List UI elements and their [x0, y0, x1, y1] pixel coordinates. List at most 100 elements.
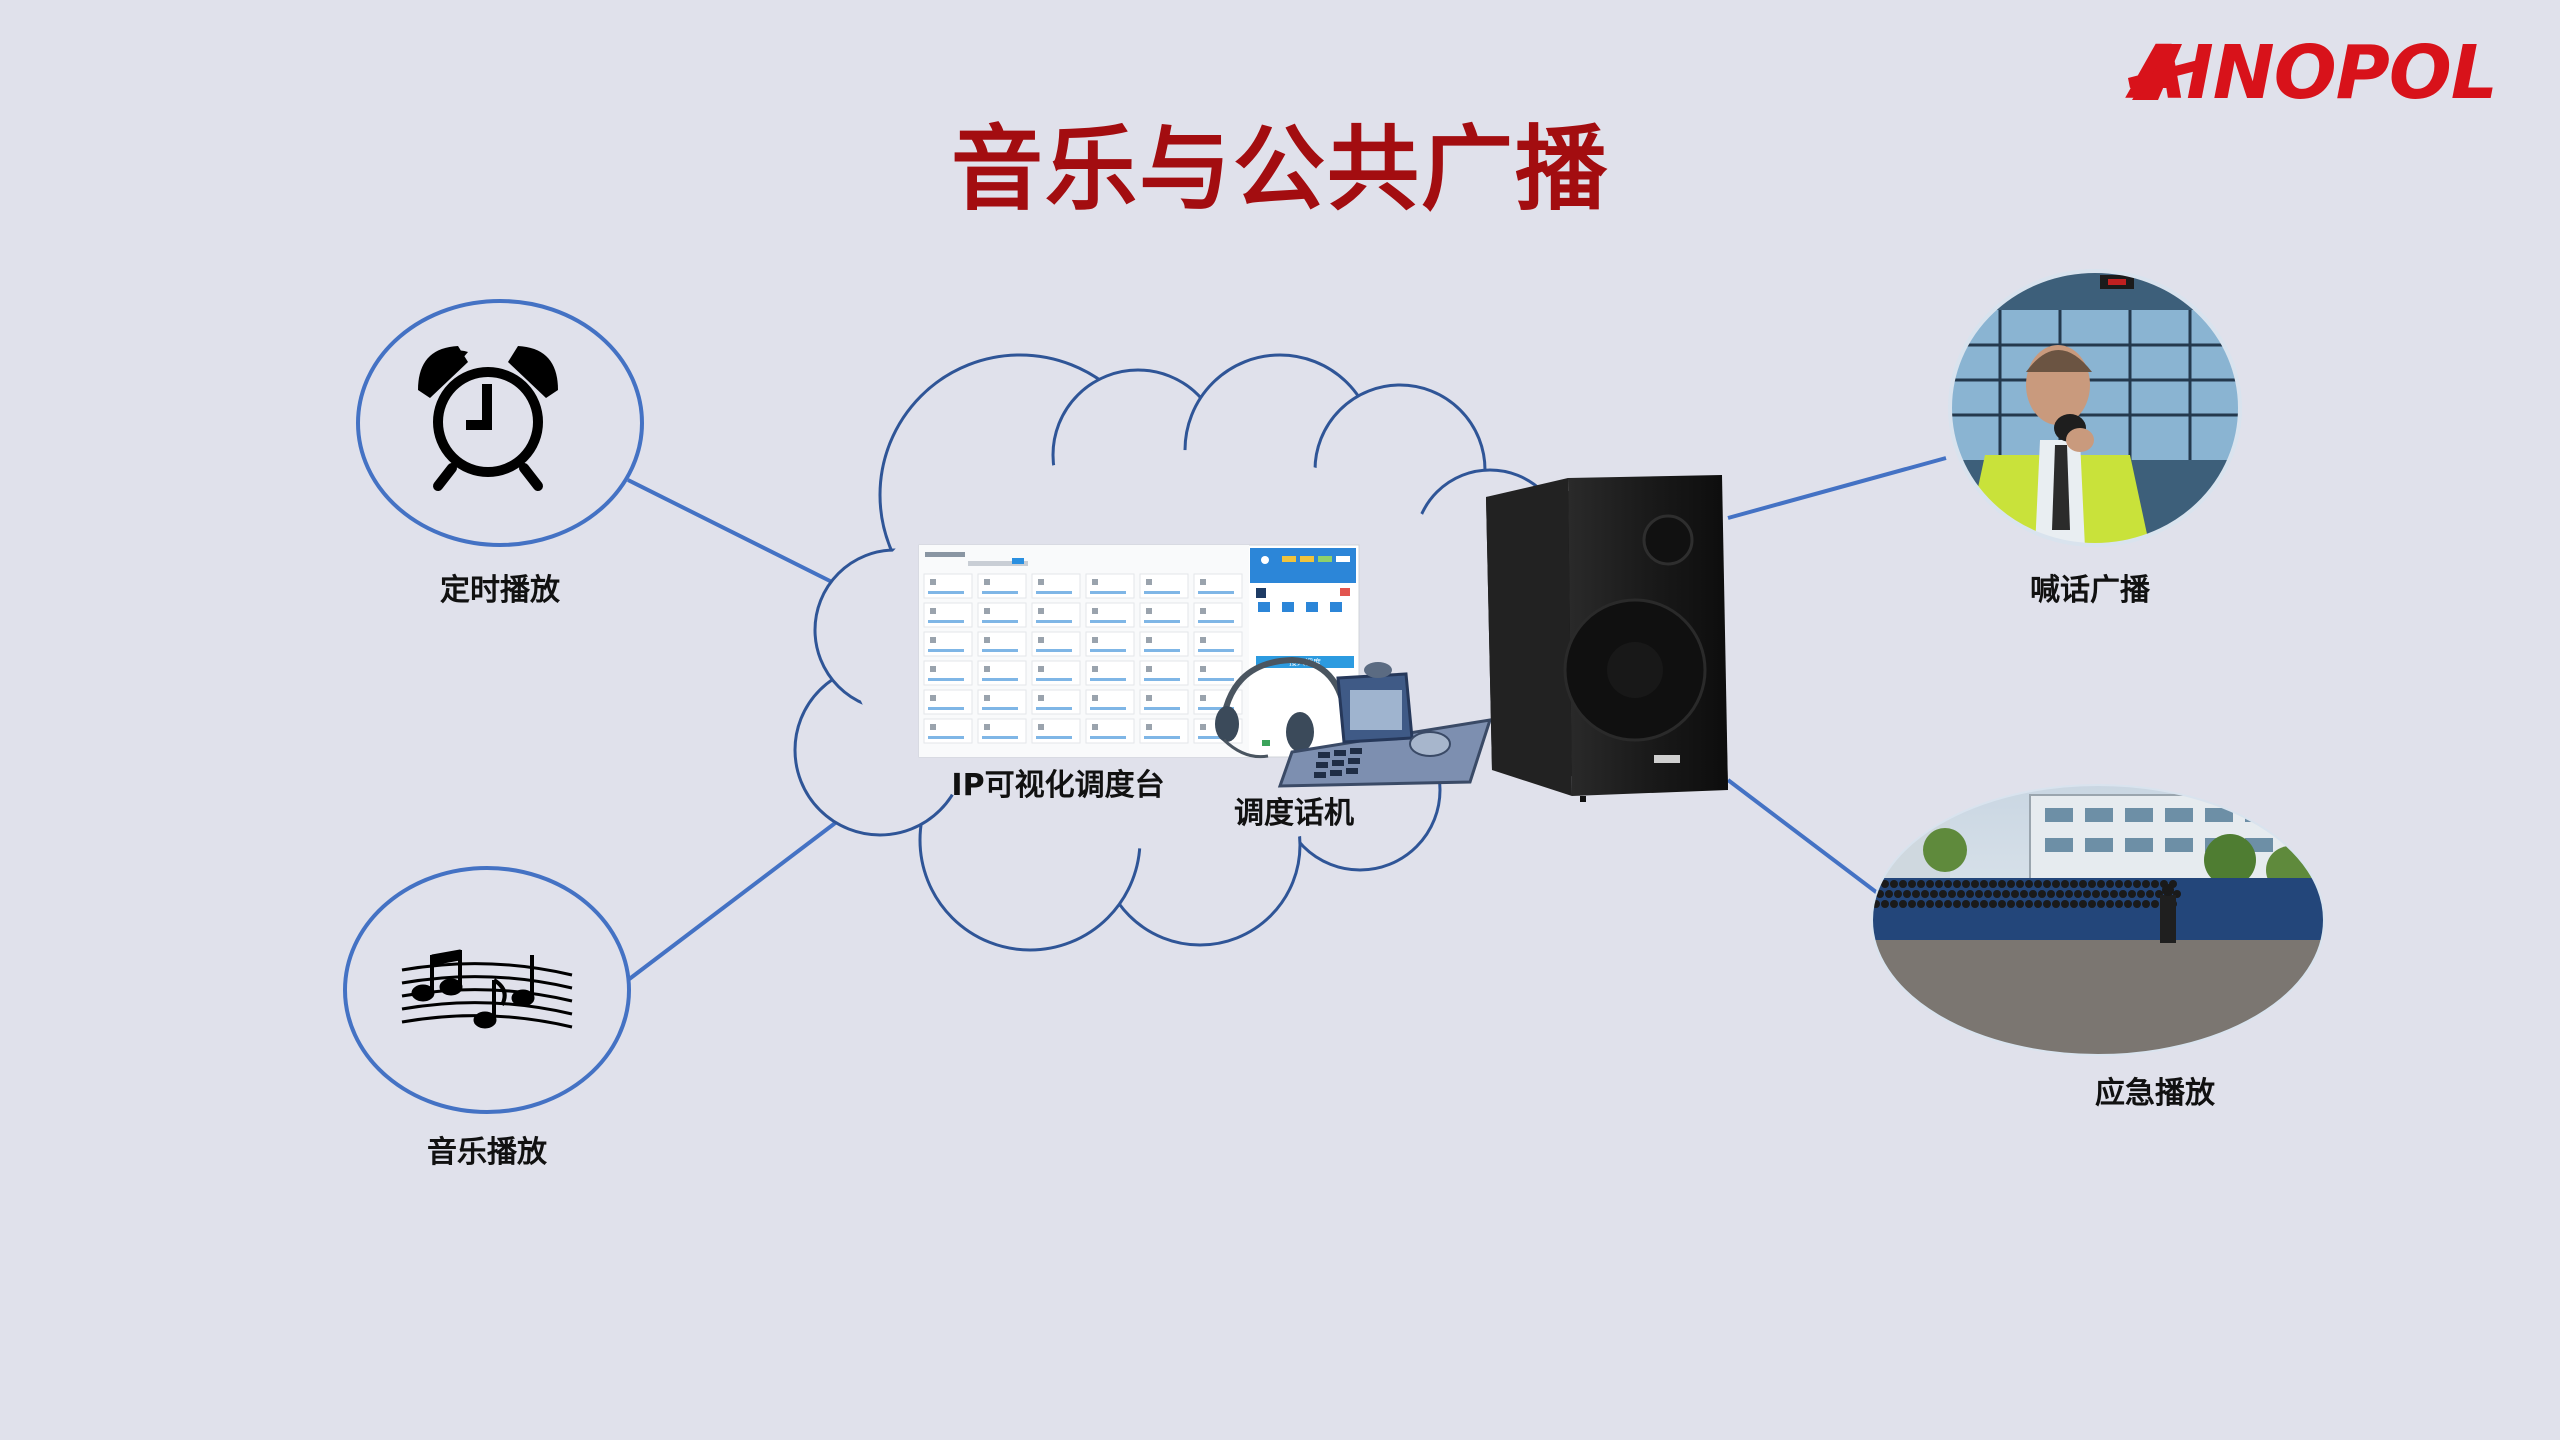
console-tile-avatar: [1092, 666, 1098, 672]
console-tile-avatar: [1200, 579, 1206, 585]
crowd-head: [1885, 890, 1893, 898]
console-tile-avatar: [984, 666, 990, 672]
crowd-head: [2092, 890, 2100, 898]
console-tile: [923, 718, 973, 744]
console-tile-actions: [1090, 591, 1126, 594]
crowd-head: [1881, 900, 1889, 908]
crowd-head: [1921, 890, 1929, 898]
shout-broadcast-photo: [1950, 271, 2240, 545]
emergency-node: [1871, 784, 2325, 1056]
crowd-head: [2025, 880, 2033, 888]
crowd-head: [2101, 890, 2109, 898]
console-tile-avatar: [984, 608, 990, 614]
console-tile-avatar: [1038, 666, 1044, 672]
crowd-head: [1894, 890, 1902, 898]
crowd-head: [1876, 890, 1884, 898]
console-tile: [1085, 573, 1135, 599]
console-tile: [923, 660, 973, 686]
console-tile-actions: [1036, 678, 1072, 681]
console-tile-actions: [982, 620, 1018, 623]
console-tile-actions: [1144, 649, 1180, 652]
dispatch-console-label: IP可视化调度台: [951, 768, 1165, 803]
console-tile-actions: [928, 591, 964, 594]
crowd-head: [1980, 900, 1988, 908]
console-tile-avatar: [984, 637, 990, 643]
console-tile: [977, 631, 1027, 657]
crowd-head: [1926, 880, 1934, 888]
crowd-head: [2088, 880, 2096, 888]
crowd-head: [2056, 890, 2064, 898]
dispatch-console-screen: 接入调度: [918, 544, 1360, 758]
console-tile-actions: [1036, 620, 1072, 623]
crowd-head: [2115, 880, 2123, 888]
crowd-head: [2047, 890, 2055, 898]
crowd-head: [2011, 890, 2019, 898]
crowd-head: [2016, 900, 2024, 908]
console-tile-avatar: [1092, 579, 1098, 585]
connector-lines: [626, 456, 1947, 982]
crowd-head: [2025, 900, 2033, 908]
console-tile: [1031, 573, 1081, 599]
console-tile: [1193, 631, 1243, 657]
console-tile: [977, 573, 1027, 599]
console-tile-avatar: [1200, 724, 1206, 730]
crowd-head: [1890, 880, 1898, 888]
crowd-head: [1980, 880, 1988, 888]
crowd: [1872, 880, 2181, 908]
crowd-head: [2110, 890, 2118, 898]
console-tile-actions: [1144, 736, 1180, 739]
crowd-head: [1962, 880, 1970, 888]
console-tile: [1139, 631, 1189, 657]
console-tile-avatar: [1092, 695, 1098, 701]
music-notes-icon: [401, 949, 573, 1029]
crowd-head: [2020, 890, 2028, 898]
console-tile-avatar: [1200, 637, 1206, 643]
crowd-head: [2142, 880, 2150, 888]
crowd-head: [1930, 890, 1938, 898]
console-tile: [1193, 573, 1243, 599]
console-tile-actions: [928, 678, 964, 681]
console-tile-avatar: [1038, 695, 1044, 701]
console-tile-actions: [982, 736, 1018, 739]
crowd-head: [2061, 900, 2069, 908]
console-tile: [977, 718, 1027, 744]
crowd-head: [2034, 900, 2042, 908]
console-tile: [923, 602, 973, 628]
console-tile-avatar: [930, 637, 936, 643]
console-tile: [923, 631, 973, 657]
console-tile-actions: [928, 736, 964, 739]
console-tile-actions: [1090, 620, 1126, 623]
crowd-head: [1966, 890, 1974, 898]
crowd-head: [2070, 880, 2078, 888]
crowd-head: [2061, 880, 2069, 888]
crowd-head: [1957, 890, 1965, 898]
crowd-head: [1912, 890, 1920, 898]
alarm-clock-icon: [418, 346, 558, 491]
console-tile-actions: [1144, 620, 1180, 623]
page-title: 音乐与公共广播: [950, 116, 1609, 223]
timer-label: 定时播放: [440, 573, 560, 608]
console-tile-avatar: [1092, 608, 1098, 614]
console-tile-actions: [1036, 736, 1072, 739]
console-tile-avatar: [1200, 608, 1206, 614]
crowd-head: [1984, 890, 1992, 898]
crowd-head: [1971, 880, 1979, 888]
crowd-head: [1975, 890, 1983, 898]
console-tile-avatar: [930, 724, 936, 730]
console-tile-actions: [1090, 736, 1126, 739]
loudspeaker-image: [1486, 475, 1728, 802]
crowd-head: [2070, 900, 2078, 908]
console-tile-avatar: [1038, 579, 1044, 585]
console-tile: [1139, 602, 1189, 628]
shout-node: [1948, 269, 2242, 547]
crowd-head: [1908, 900, 1916, 908]
console-tile-avatar: [1146, 579, 1152, 585]
console-tile-actions: [1036, 707, 1072, 710]
console-tile-avatar: [1092, 724, 1098, 730]
console-tile-actions: [1090, 678, 1126, 681]
console-tile-avatar: [1146, 608, 1152, 614]
crowd-head: [1944, 880, 1952, 888]
crowd-head: [2133, 900, 2141, 908]
console-tile: [923, 689, 973, 715]
crowd-head: [2052, 880, 2060, 888]
